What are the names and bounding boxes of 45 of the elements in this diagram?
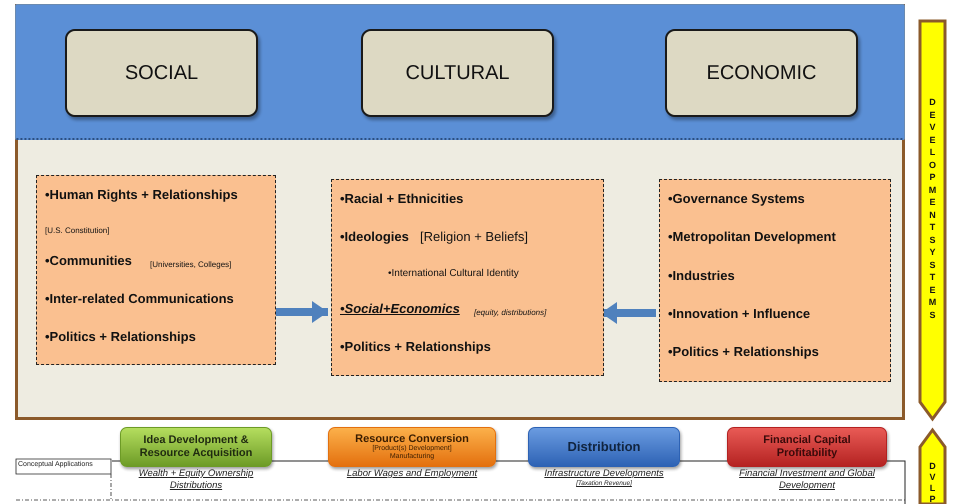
topic-text: •Ideologies xyxy=(340,230,409,245)
topic-text: [Religion + Beliefs] xyxy=(420,230,528,245)
topic-list-box xyxy=(659,179,891,382)
stage-title: Distribution xyxy=(568,440,640,454)
topic-list-box xyxy=(36,175,276,365)
stage-button xyxy=(120,427,272,467)
stage-description: Labor Wages and Employment xyxy=(346,468,478,480)
category-box xyxy=(65,29,258,117)
topic-text: •Industries xyxy=(668,269,735,284)
development-arrow-band xyxy=(917,18,948,422)
vertical-text: DEVELOPMENT SYSTEMS xyxy=(928,96,938,321)
stage-description: Financial Investment and Global Development xyxy=(738,468,876,493)
stage-title: Financial Capital Profitability xyxy=(762,434,852,460)
development-arrow-band xyxy=(917,427,948,504)
header-band xyxy=(15,4,905,140)
topic-text: •Politics + Relationships xyxy=(340,340,491,355)
stage-title: Idea Development & Resource Acquisition xyxy=(138,434,254,460)
category-title: ECONOMIC xyxy=(706,62,816,84)
topic-text: •Communities xyxy=(45,254,132,269)
topic-text: •Politics + Relationships xyxy=(45,330,196,345)
topic-text: •Metropolitan Development xyxy=(668,230,836,245)
topic-text: •Inter-related Communications xyxy=(45,292,234,307)
vertical-text: DVLP xyxy=(928,461,937,504)
topic-text: •Social+Economics xyxy=(340,302,460,317)
topic-text: •Human Rights + Relationships xyxy=(45,188,238,203)
stage-button xyxy=(328,427,496,467)
category-box xyxy=(665,29,858,117)
topic-text: •Politics + Relationships xyxy=(668,345,819,360)
stage-title: Resource Conversion xyxy=(355,432,469,445)
topic-list-box xyxy=(331,179,604,376)
stage-button xyxy=(528,427,680,467)
framework-panel xyxy=(15,4,905,420)
category-box xyxy=(361,29,554,117)
topic-text: •Racial + Ethnicities xyxy=(340,192,464,207)
topic-text: •Innovation + Influence xyxy=(668,307,810,322)
note-text: [U.S. Constitution] xyxy=(45,226,110,236)
stage-description: Infrastructure Developments xyxy=(543,468,665,480)
category-title: SOCIAL xyxy=(124,62,198,84)
note-text: [Universities, Colleges] xyxy=(150,260,232,270)
stage-description: Wealth + Equity Ownership Distributions xyxy=(138,468,254,493)
category-title: CULTURAL xyxy=(405,62,510,84)
note-text: [equity, distributions] xyxy=(474,308,546,318)
note-text: •International Cultural Identity xyxy=(388,268,519,280)
topic-text: •Governance Systems xyxy=(668,192,805,207)
stage-button xyxy=(727,427,887,467)
